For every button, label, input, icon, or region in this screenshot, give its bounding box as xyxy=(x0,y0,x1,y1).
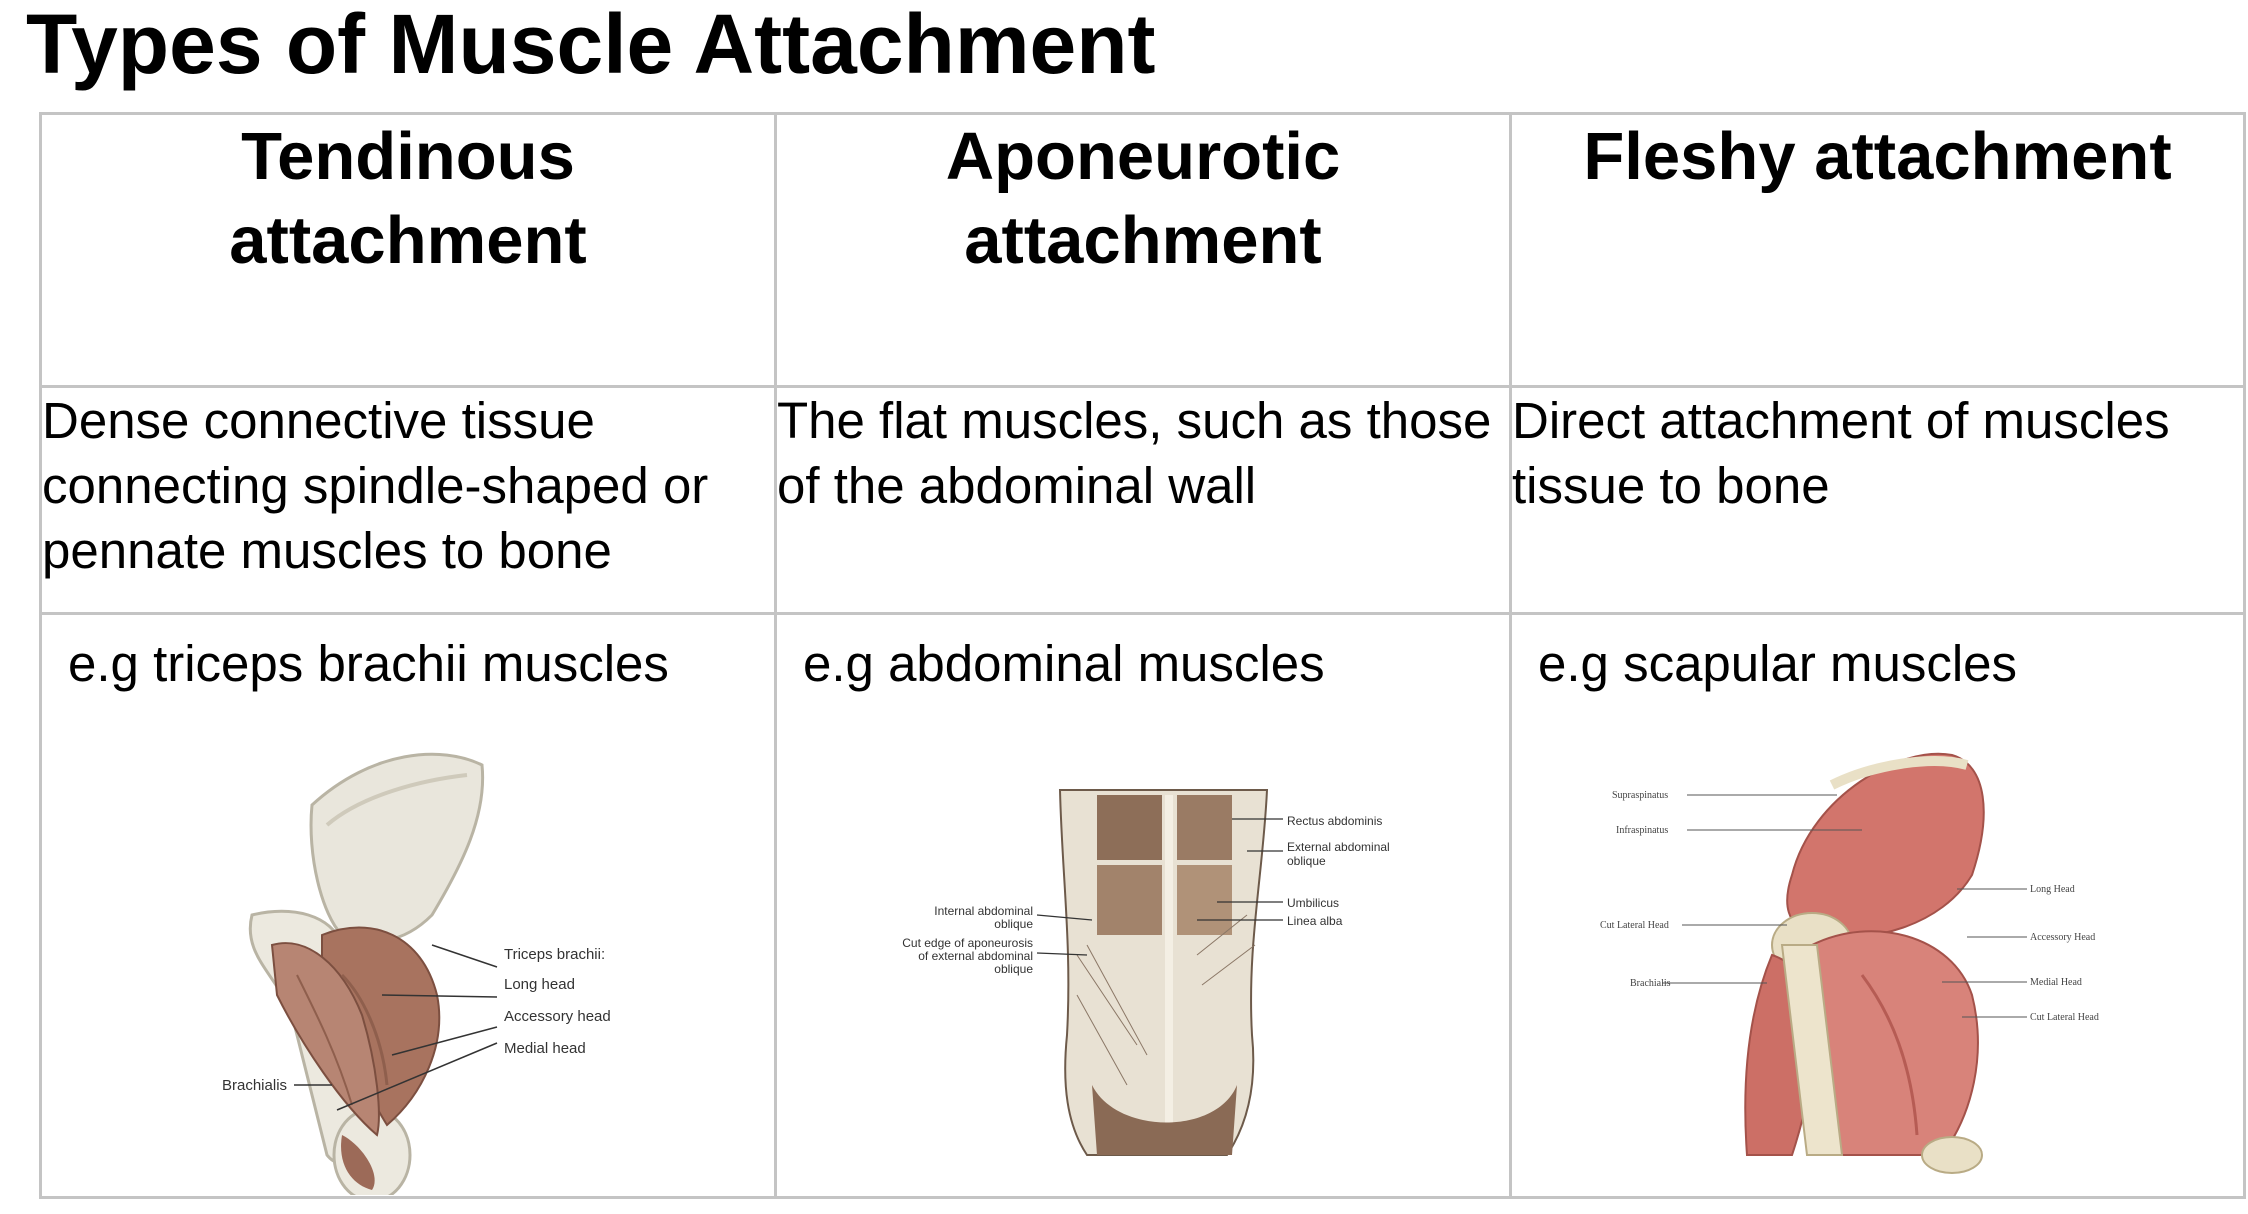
figure-label: Cut edge of aponeurosis xyxy=(902,936,1033,950)
figure-label: Umbilicus xyxy=(1287,896,1339,910)
figure-label: Brachialis xyxy=(1630,978,1671,989)
example-row: e.g triceps brachii muscles xyxy=(39,612,2246,1199)
example-label: e.g abdominal muscles xyxy=(803,635,1325,692)
scapular-illustration: Supraspinatus Infraspinatus Cut Lateral … xyxy=(1600,752,2099,1174)
description-cell: Dense connective tissue connecting spind… xyxy=(39,385,777,615)
example-label: e.g scapular muscles xyxy=(1538,635,2018,692)
figure-label: oblique xyxy=(994,962,1033,976)
figure-label: Long Head xyxy=(2030,884,2075,895)
column-header-fleshy: Fleshy attachment xyxy=(1509,112,2246,388)
figure-label: Triceps brachii: xyxy=(504,946,605,963)
header-text: Tendinous attachment xyxy=(229,119,587,278)
example-cell: e.g abdominal muscles xyxy=(774,612,1512,1199)
header-row: Tendinous attachment Aponeurotic attachm… xyxy=(39,112,2246,388)
attachment-table: Tendinous attachment Aponeurotic attachm… xyxy=(39,112,2246,1199)
figure-label: Internal abdominal xyxy=(934,904,1033,918)
column-header-aponeurotic: Aponeurotic attachment xyxy=(774,112,1512,388)
example-cell: e.g scapular muscles xyxy=(1509,612,2246,1199)
description-cell: The flat muscles, such as those of the a… xyxy=(774,385,1512,615)
figure-label: of external abdominal xyxy=(918,949,1033,963)
example-label: e.g triceps brachii muscles xyxy=(68,635,669,692)
triceps-illustration: Triceps brachii: Long head Accessory hea… xyxy=(222,752,611,1195)
figure-label: Supraspinatus xyxy=(1612,790,1668,801)
figure-label: Accessory Head xyxy=(2030,932,2095,943)
figure-label: Cut Lateral Head xyxy=(1600,920,1669,931)
figure-label: Accessory head xyxy=(504,1008,611,1025)
abdominal-illustration: Rectus abdominis External abdominal obli… xyxy=(902,789,1390,1156)
example-cell: e.g triceps brachii muscles xyxy=(39,612,777,1199)
figure-label: Medial head xyxy=(504,1040,586,1057)
figure-label: Infraspinatus xyxy=(1616,825,1668,836)
column-header-tendinous: Tendinous attachment xyxy=(39,112,777,388)
figure-label: External abdominal xyxy=(1287,840,1390,854)
figure-label: Brachialis xyxy=(222,1077,287,1094)
header-text: Fleshy attachment xyxy=(1583,119,2172,194)
page-title: Types of Muscle Attachment xyxy=(26,0,1156,91)
figure-label: oblique xyxy=(1287,854,1326,868)
header-text: Aponeurotic attachment xyxy=(945,119,1341,278)
figure-label: Medial Head xyxy=(2030,977,2082,988)
figure-label: Long head xyxy=(504,976,575,993)
description-row: Dense connective tissue connecting spind… xyxy=(39,385,2246,615)
figure-label: Cut Lateral Head xyxy=(2030,1012,2099,1023)
figure-label: Rectus abdominis xyxy=(1287,814,1382,828)
description-cell: Direct attachment of muscles tissue to b… xyxy=(1509,385,2246,615)
figure-label: Linea alba xyxy=(1287,914,1343,928)
figure-label: oblique xyxy=(994,917,1033,931)
